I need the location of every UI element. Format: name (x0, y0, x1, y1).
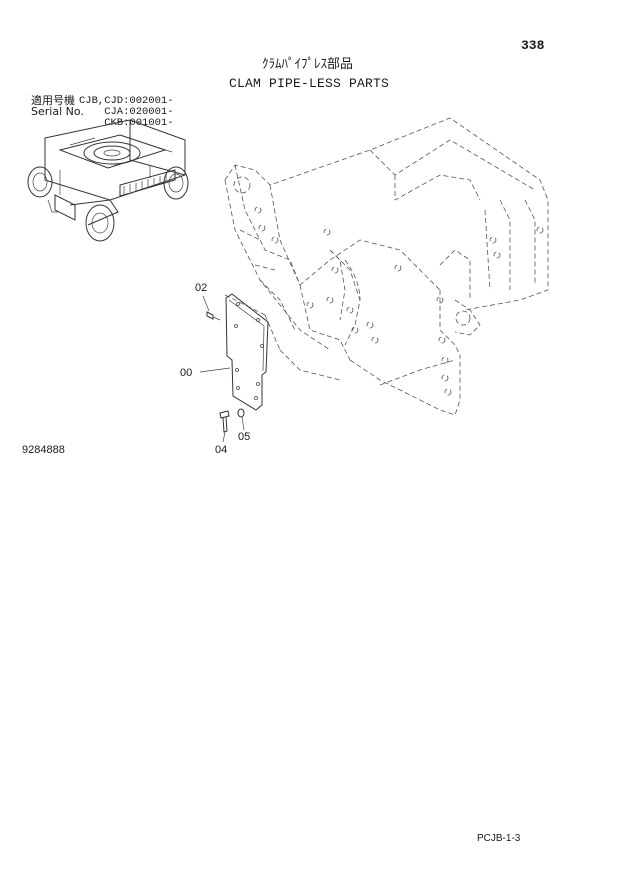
serial-line-2: CJA:020001- (104, 106, 174, 118)
callout-02: 02 (195, 282, 208, 294)
title-japanese: ｸﾗﾑﾊﾟｲﾌﾟﾚｽ部品 (262, 57, 354, 72)
washer-05 (237, 408, 245, 431)
page-title: CLAM PIPE-LESS PARTS (229, 76, 390, 91)
callout-05: 05 (238, 431, 251, 443)
bolt-02 (202, 295, 221, 321)
serial-label-en: Serial No. (31, 105, 84, 118)
drawing-number: 9284888 (22, 444, 65, 456)
leader-00 (199, 367, 231, 373)
page-number: 338 (521, 38, 545, 53)
serial-line-1: CJB,CJD:002001- (79, 95, 174, 107)
callout-04: 04 (215, 444, 228, 456)
footer-code: PCJB-1-3 (477, 833, 521, 844)
bolt-04 (219, 410, 230, 443)
plate-part (225, 293, 269, 411)
serial-label: 適用号機 Serial No. (31, 95, 84, 117)
serial-label-jp: 適用号機 (31, 94, 75, 107)
frame-outline (224, 117, 549, 416)
machine-thumbnail (27, 119, 189, 242)
callout-00: 00 (180, 367, 193, 379)
